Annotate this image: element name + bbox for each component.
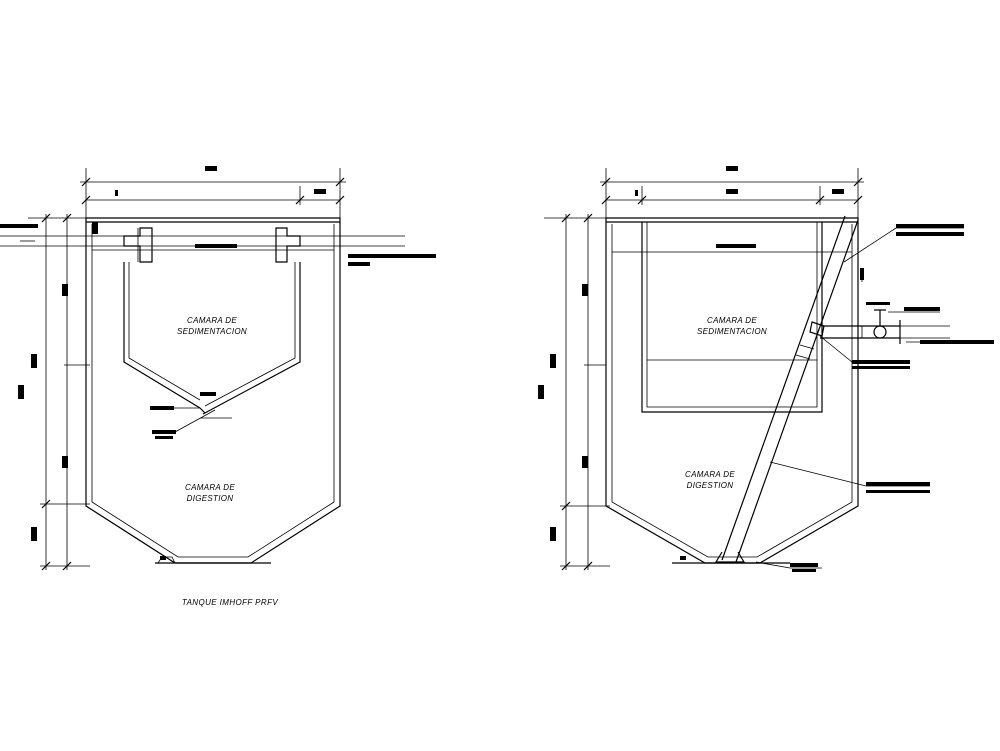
right-digestion-label-line2: DIGESTION [687, 481, 734, 490]
dim-label-block [31, 527, 37, 541]
left-sedimentation-label-line1: CAMARA DE [187, 316, 237, 325]
left-inlet-outlet-pipe [0, 222, 405, 251]
water-level-label-block [716, 244, 756, 248]
left-t-baffle-inlet [123, 227, 153, 263]
right-annotations [755, 224, 994, 572]
dim-label-block [538, 385, 544, 399]
right-valve-branch [820, 268, 950, 344]
annotation-label-block [792, 569, 816, 572]
annotation-label-block [150, 406, 174, 410]
dim-label-block [635, 190, 638, 196]
dim-label-block [115, 190, 118, 196]
right-digestion-label-line1: CAMARA DE [685, 470, 735, 479]
right-sedimentation-label-line2: SEDIMENTACION [697, 327, 767, 336]
dim-label-block [160, 556, 166, 560]
dim-label-block [726, 166, 738, 171]
annotation-label-block [152, 430, 176, 434]
annotation-label-block [866, 482, 930, 486]
left-tank-inner-shell [91, 224, 335, 558]
left-side-dimensions [18, 213, 90, 571]
left-top-dimensions [80, 166, 346, 218]
dim-label-block [31, 354, 37, 368]
valve-icon [873, 325, 887, 339]
dim-label-block [62, 284, 68, 296]
left-view: CAMARA DE SEDIMENTACION CAMARA DE DIGEST… [0, 166, 436, 607]
dim-label-block [726, 189, 738, 194]
annotation-label-block [852, 366, 910, 369]
left-slot-annotations [150, 392, 232, 439]
annotation-label-block [866, 490, 930, 493]
dim-label-block [680, 556, 686, 560]
dim-label-block [550, 527, 556, 541]
right-tank-outer-shell [605, 217, 859, 564]
valve-handle [866, 302, 890, 305]
dim-label-block [582, 456, 588, 468]
left-digestion-label-line2: DIGESTION [187, 494, 234, 503]
right-tank-inner-shell [611, 224, 853, 558]
right-sedimentation-label-line1: CAMARA DE [707, 316, 757, 325]
dim-label-block [550, 354, 556, 368]
annotation-label-block [200, 392, 216, 396]
inlet-flange [92, 222, 98, 234]
left-t-baffle-outlet [275, 227, 301, 263]
right-side-dimensions [538, 213, 610, 571]
drawing-caption: TANQUE IMHOFF PRFV [182, 598, 279, 607]
right-view: CAMARA DE SEDIMENTACION CAMARA DE DIGEST… [538, 166, 994, 572]
left-sedimentation-hopper [123, 262, 301, 415]
annotation-label-block [920, 340, 994, 344]
outlet-label-block [348, 262, 370, 266]
annotation-label-block [904, 307, 940, 311]
right-top-dimensions [600, 166, 864, 218]
dim-label-block [0, 224, 38, 228]
dim-label-block [832, 189, 844, 194]
annotation-label-block [155, 436, 173, 439]
annotation-label-block [896, 232, 964, 236]
right-sedimentation-compartment [641, 222, 823, 413]
water-level-label-block [195, 244, 237, 248]
dim-label-block [18, 385, 24, 399]
vent-block [860, 268, 864, 280]
outlet-label-block [348, 254, 436, 258]
left-digestion-label-line1: CAMARA DE [185, 483, 235, 492]
dim-label-block [582, 284, 588, 296]
right-sludge-extraction-pipe [714, 215, 859, 563]
left-sedimentation-label-line2: SEDIMENTACION [177, 327, 247, 336]
dim-label-block [314, 189, 326, 194]
annotation-label-block [852, 360, 910, 364]
dim-label-block [62, 456, 68, 468]
dim-label-block [205, 166, 217, 171]
annotation-label-block [790, 563, 818, 567]
annotation-label-block [896, 224, 964, 228]
